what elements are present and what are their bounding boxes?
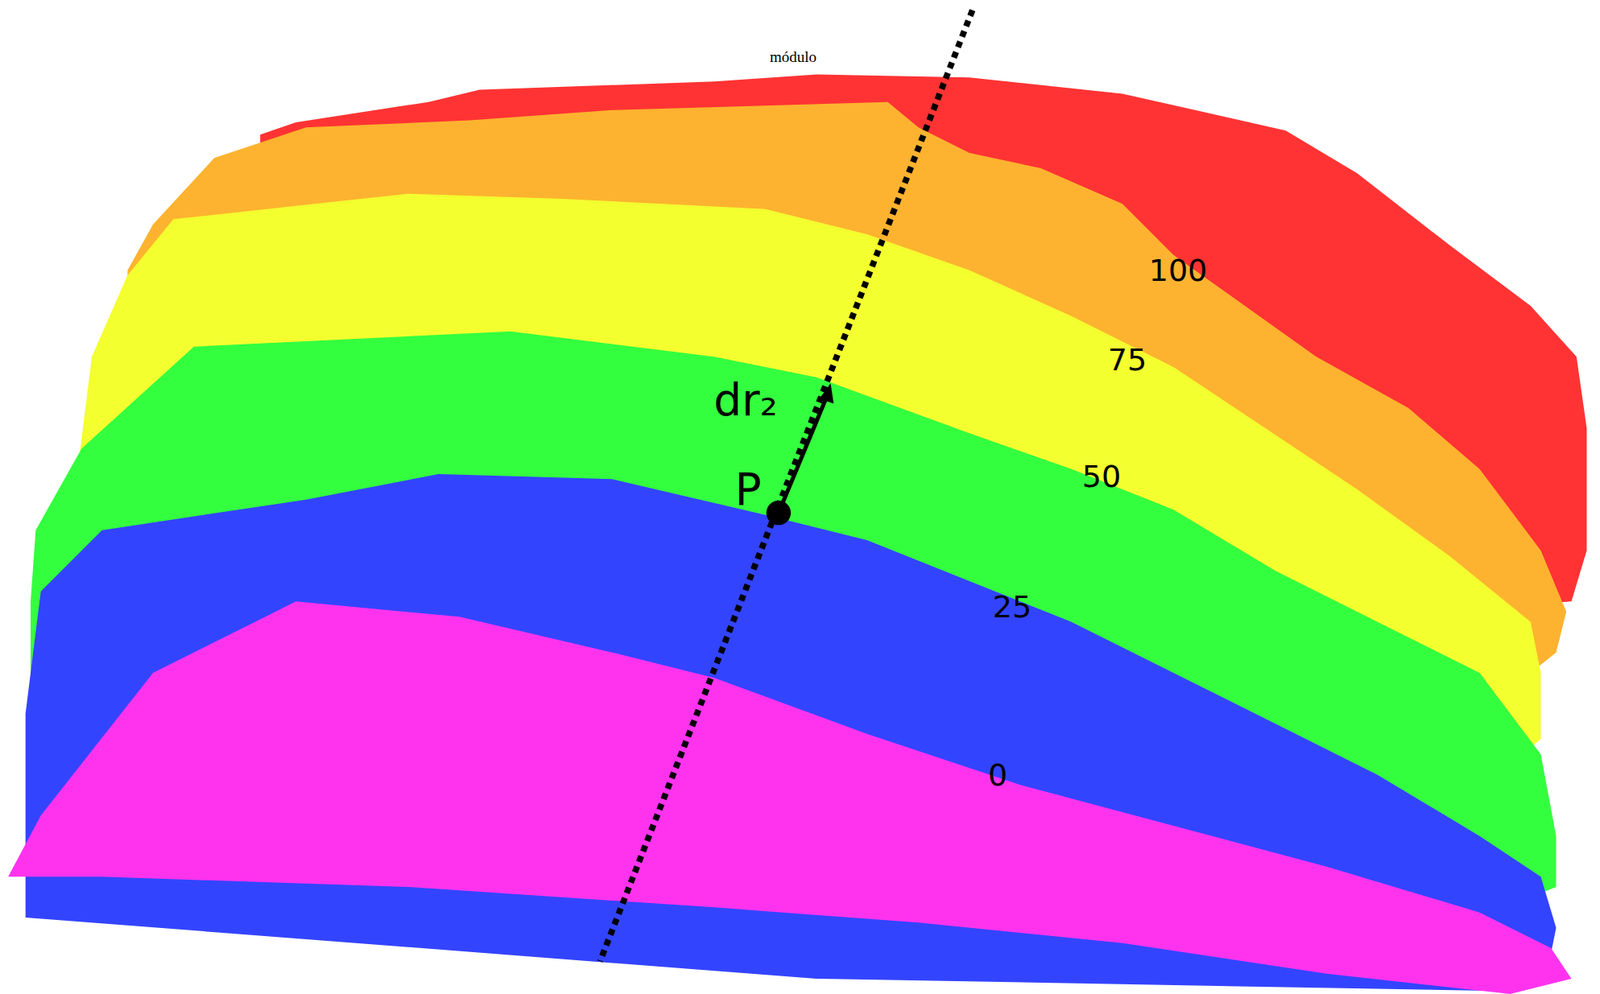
dr-arrow-head bbox=[819, 383, 835, 404]
vector-label: dr₂ bbox=[713, 378, 778, 423]
dr-arrow-shaft bbox=[778, 400, 826, 514]
dotted-normal-line bbox=[599, 10, 973, 963]
level-value: 0 bbox=[988, 760, 1008, 791]
chart-title: módulo bbox=[769, 49, 817, 65]
level-value: 100 bbox=[1149, 255, 1208, 286]
point-label: P bbox=[734, 467, 761, 513]
level-value: 50 bbox=[1082, 461, 1121, 492]
level-value: 75 bbox=[1108, 344, 1147, 376]
magenta-band bbox=[8, 601, 1572, 994]
point-p-dot bbox=[766, 500, 791, 526]
level-value: 25 bbox=[992, 591, 1032, 623]
